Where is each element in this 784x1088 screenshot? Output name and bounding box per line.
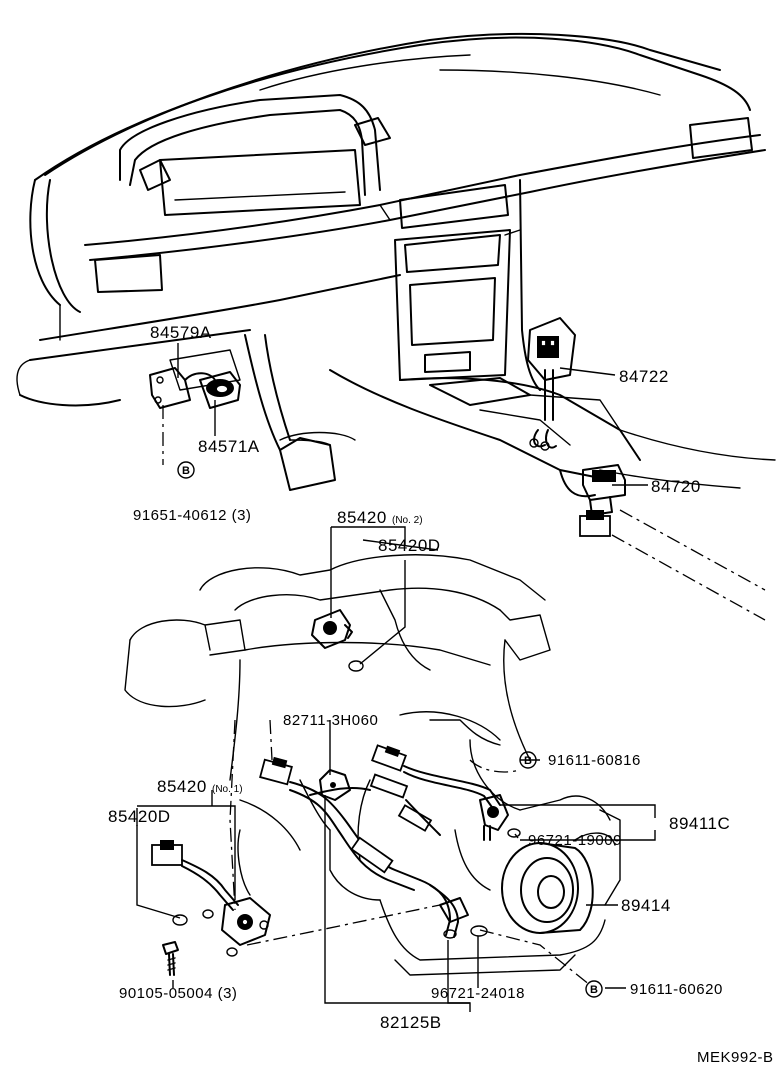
label-91611-60620: 91611-60620	[630, 981, 723, 998]
label-84720: 84720	[651, 477, 701, 496]
svg-text:B: B	[182, 465, 190, 477]
label-85420-no2-sub: (No. 2)	[392, 515, 423, 526]
gasket-96721-24018	[470, 925, 488, 937]
label-96721-19009: 96721-19009	[528, 832, 622, 849]
shift-lever-84722	[527, 317, 576, 451]
label-85420-no2: 85420	[337, 508, 387, 527]
label-89414: 89414	[621, 896, 671, 915]
label-85420D-left: 85420D	[108, 807, 171, 826]
reference-lines	[162, 405, 766, 986]
wire-harness-82125B	[259, 756, 469, 939]
diagram-code: MEK992-B	[697, 1049, 774, 1066]
engine-illustration	[124, 554, 621, 976]
label-84579A: 84579A	[150, 323, 212, 342]
bolt-marker-91611-60816: B	[519, 751, 537, 769]
leader-lines	[136, 343, 656, 1012]
label-85420D-top: 85420D	[378, 536, 441, 555]
bolt-marker-91611-60620: B	[585, 980, 603, 998]
label-84722: 84722	[619, 367, 669, 386]
bracket-and-switch-84571A	[149, 367, 241, 409]
svg-text:B: B	[590, 984, 598, 996]
label-82711-3H060: 82711-3H060	[283, 712, 378, 729]
switch-84720	[579, 464, 626, 537]
label-96721-24018: 96721-24018	[431, 985, 525, 1002]
label-89411C: 89411C	[669, 814, 730, 833]
label-90105-05004: 90105-05004 (3)	[119, 985, 237, 1002]
label-82125B: 82125B	[380, 1013, 442, 1032]
sensor-85420-no1	[151, 840, 271, 957]
speed-sensor-89411C	[371, 744, 521, 841]
sensor-85420-no2	[311, 609, 364, 672]
label-91651-40612: 91651-40612 (3)	[133, 507, 251, 524]
torque-converter-89414	[501, 842, 594, 934]
svg-text:B: B	[524, 755, 532, 767]
label-84571A: 84571A	[198, 437, 260, 456]
label-85420-no1-sub: (No. 1)	[212, 784, 243, 795]
dashboard-illustration	[16, 32, 776, 498]
bolt-90105	[162, 941, 179, 976]
label-85420-no1: 85420	[157, 777, 207, 796]
label-91611-60816: 91611-60816	[548, 752, 641, 769]
bolt-marker-91651: B	[177, 461, 195, 479]
